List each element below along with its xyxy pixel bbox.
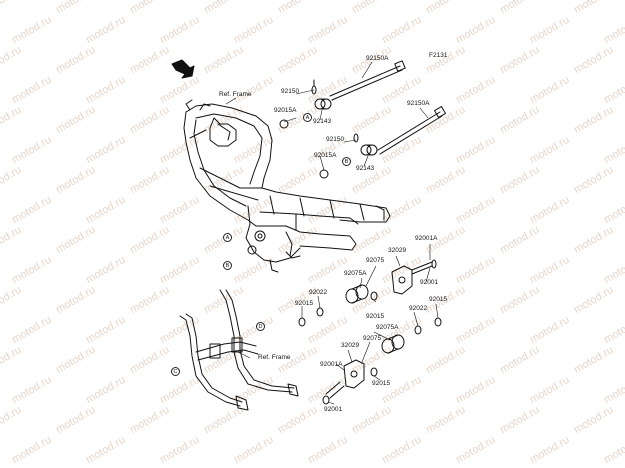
callout-a-frame: A xyxy=(223,233,232,242)
callout-b-frame: B xyxy=(223,261,232,270)
main-frame xyxy=(183,99,391,273)
callout-d-lower: D xyxy=(256,322,265,331)
part-32029-bot: 32029 xyxy=(341,342,360,349)
part-32029-top: 32029 xyxy=(388,247,407,254)
part-92075-bot: 92075 xyxy=(363,335,382,342)
part-92075A-bot: 92075A xyxy=(376,324,399,331)
part-92075A-top: 92075A xyxy=(344,270,367,277)
part-92150A-mid: 92150A xyxy=(407,100,430,107)
part-92015A-mid: 92015A xyxy=(314,152,337,159)
right-bracket-upper xyxy=(391,259,437,295)
part-92015A-top: 92015A xyxy=(274,107,297,114)
part-92015-bot: 92015 xyxy=(372,380,391,387)
part-92022-right: 92022 xyxy=(409,305,428,312)
part-92001A-top: 92001A xyxy=(415,235,438,242)
part-92150A-top: 92150A xyxy=(366,55,389,62)
part-92001A-bot: 92001A xyxy=(320,361,343,368)
ref-frame-label-lower: Ref. Frame xyxy=(258,354,291,361)
ref-frame-label-upper: Ref. Frame xyxy=(219,91,252,98)
upper-bolt-2 xyxy=(377,106,446,155)
part-92150-mid: 92150 xyxy=(326,136,345,143)
lower-frame xyxy=(179,289,299,411)
part-92075-top: 92075 xyxy=(366,257,385,264)
part-92015-right: 92015 xyxy=(429,296,448,303)
callout-b-upper: B xyxy=(342,157,351,166)
upper-bolt-1 xyxy=(329,60,406,101)
callout-a-upper: A xyxy=(303,113,312,122)
part-92015-left: 92015 xyxy=(295,300,314,307)
part-92143-mid: 92143 xyxy=(356,165,375,172)
arrow-front-icon xyxy=(171,59,195,79)
diagram-code: F2131 xyxy=(429,52,448,59)
part-92015-mid: 92015 xyxy=(366,313,385,320)
leader-lines xyxy=(225,61,439,405)
part-92143-top: 92143 xyxy=(313,118,332,125)
part-92001-top: 92001 xyxy=(420,279,439,286)
part-92001-bot: 92001 xyxy=(324,406,343,413)
part-92022-left: 92022 xyxy=(309,289,328,296)
callout-c-lower: C xyxy=(171,367,180,376)
part-92150-top: 92150 xyxy=(281,88,300,95)
